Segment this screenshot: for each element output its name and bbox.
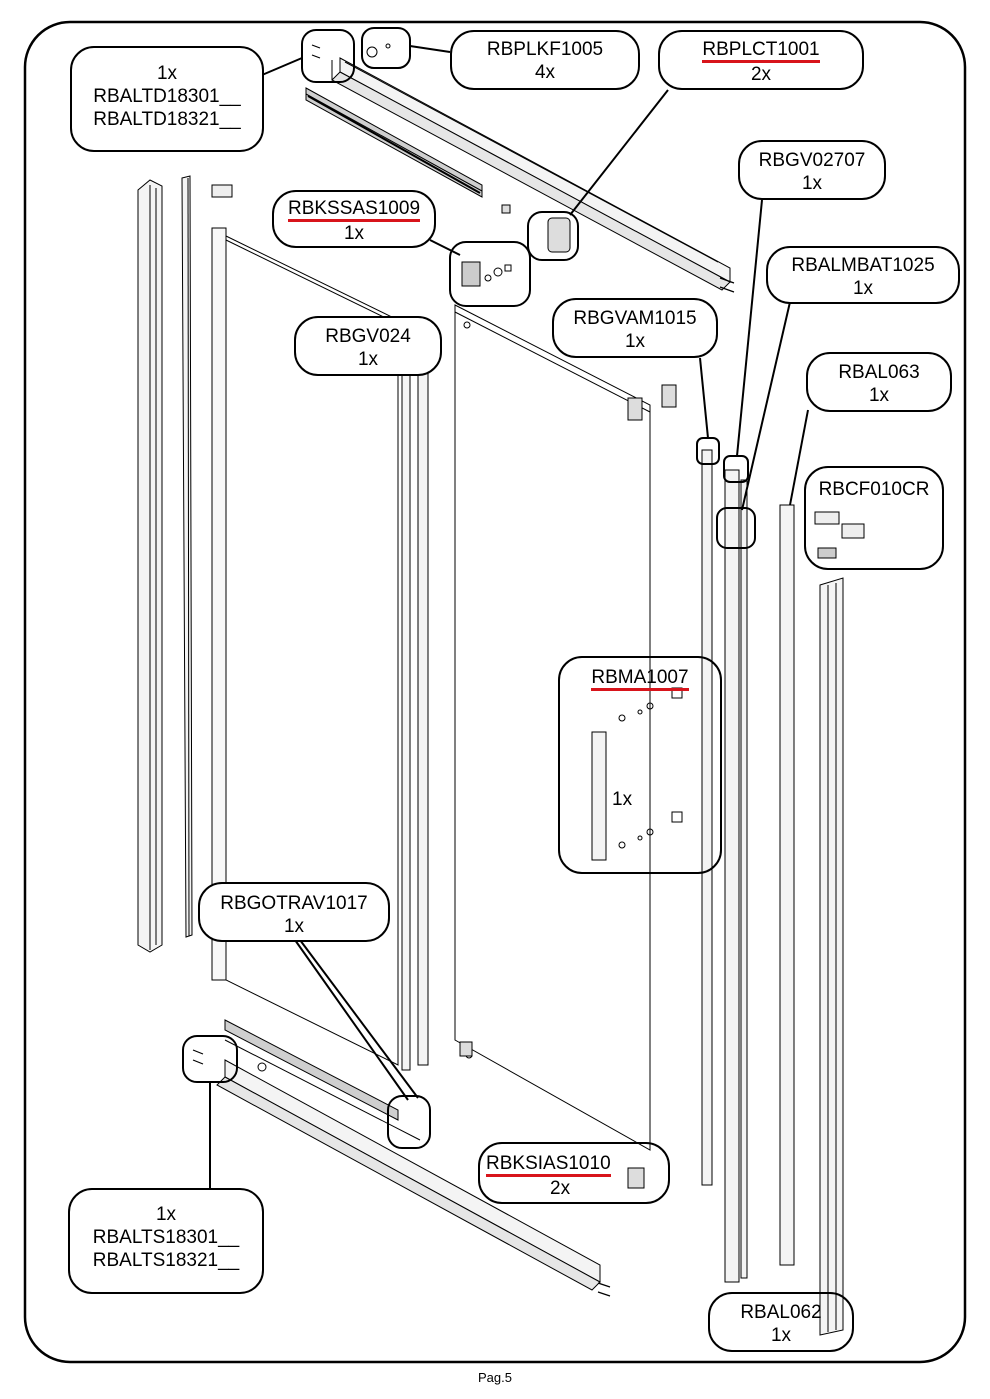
page-frame — [23, 20, 967, 1364]
code-gv024: RBGV024 — [325, 326, 411, 347]
callout-al063: RBAL063 1x — [806, 352, 952, 412]
code-al063: RBAL063 — [838, 362, 920, 383]
qty-al062: 1x — [770, 1325, 792, 1346]
code-gvam: RBGVAM1015 — [573, 308, 697, 329]
callout-alts: 1x RBALTS18301__ RBALTS18321__ — [68, 1188, 264, 1294]
glass-seal-profiles — [401, 344, 429, 1071]
fixed-glass-panel — [211, 227, 399, 1066]
right-vertical-profiles — [701, 449, 844, 1336]
cap-piece — [211, 184, 233, 198]
code-altd-2: RBALTD18321__ — [93, 109, 241, 130]
page-number: Pag.5 — [478, 1370, 512, 1385]
left-wall-profile — [137, 179, 163, 953]
code-altd-1: RBALTD18301__ — [93, 86, 241, 107]
callout-gv02707: RBGV02707 1x — [738, 140, 886, 200]
callout-gotrav: RBGOTRAV1017 1x — [198, 882, 390, 942]
code-al062: RBAL062 — [740, 1302, 822, 1323]
qty-kssas: 1x — [343, 223, 365, 244]
code-plct: RBPLCT1001 — [702, 40, 820, 63]
callout-gvam: RBGVAM1015 1x — [552, 298, 718, 358]
callout-kssas: RBKSSAS1009 1x — [272, 190, 436, 248]
code-almbat: RBALMBAT1025 — [791, 255, 935, 276]
code-alts-1: RBALTS18301__ — [92, 1227, 240, 1248]
code-kssas: RBKSSAS1009 — [287, 199, 421, 222]
qty-almbat: 1x — [852, 278, 874, 299]
top-track-profile — [305, 87, 483, 198]
code-plkf: RBPLKF1005 — [486, 39, 604, 60]
qty-altd: 1x — [156, 63, 178, 84]
qty-ksias: 2x — [550, 1178, 571, 1199]
callout-gv024: RBGV024 1x — [294, 316, 442, 376]
callout-cf010: RBCF010CR — [804, 466, 944, 570]
qty-gv024: 1x — [357, 349, 379, 370]
code-gv02707: RBGV02707 — [758, 150, 866, 171]
door-handle — [591, 687, 683, 861]
code-alts-2: RBALTS18321__ — [92, 1250, 240, 1271]
bottom-rail-profile — [216, 1019, 601, 1291]
callout-markers — [182, 27, 809, 1188]
callout-ma1007: RBMA1007 1x — [558, 656, 722, 874]
callout-almbat: RBALMBAT1025 1x — [766, 246, 960, 304]
qty-plct: 2x — [750, 64, 772, 85]
callout-al062: RBAL062 1x — [708, 1292, 854, 1352]
qty-gv02707: 1x — [801, 173, 823, 194]
callout-altd: 1x RBALTD18301__ RBALTD18321__ — [70, 46, 264, 152]
callout-ksias: RBKSIAS1010 2x — [478, 1142, 670, 1204]
callout-plkf: RBPLKF1005 4x — [450, 30, 640, 90]
screw-symbols — [192, 44, 735, 1297]
top-rail-profile — [331, 57, 731, 291]
qty-gvam: 1x — [624, 331, 646, 352]
qty-plkf: 4x — [534, 62, 556, 83]
qty-al063: 1x — [868, 385, 890, 406]
qty-gotrav: 1x — [283, 916, 305, 937]
code-cf010: RBCF010CR — [818, 479, 930, 500]
code-gotrav: RBGOTRAV1017 — [220, 893, 368, 914]
code-ma1007: RBMA1007 — [591, 668, 689, 691]
qty-alts: 1x — [155, 1204, 177, 1225]
callout-plct: RBPLCT1001 2x — [658, 30, 864, 90]
left-thin-profile — [181, 175, 193, 938]
code-ksias: RBKSIAS1010 — [486, 1154, 611, 1177]
qty-ma1007: 1x — [612, 789, 633, 810]
